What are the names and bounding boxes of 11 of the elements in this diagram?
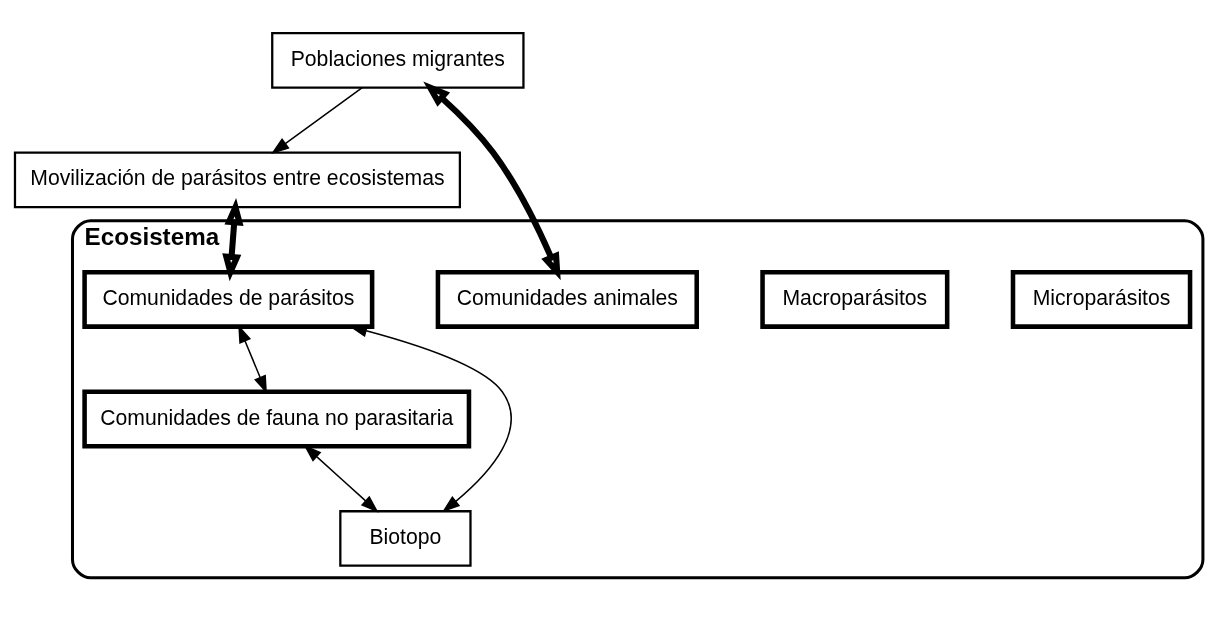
arrow	[222, 198, 244, 282]
node-box: Macroparásitos	[760, 269, 950, 329]
node-box: Biotopo	[339, 510, 472, 567]
arrow	[423, 81, 561, 281]
node-box: Microparásitos	[1010, 269, 1193, 329]
node-box: Comunidades de fauna no parasitaria	[82, 389, 472, 449]
node-box: Comunidades animales	[435, 269, 699, 329]
arrow	[271, 86, 363, 154]
node-box: Comunidades de parásitos	[82, 269, 375, 329]
node-box: Poblaciones migrantes	[271, 31, 525, 89]
node-box: Movilización de parásitos entre ecosistemas	[13, 151, 462, 209]
